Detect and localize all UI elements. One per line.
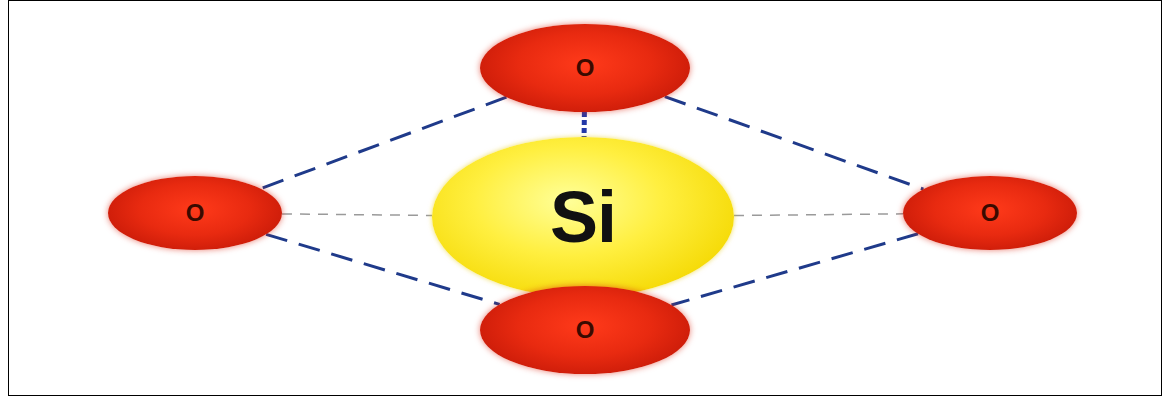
atom-symbol: Si xyxy=(550,176,616,258)
atom-symbol: O xyxy=(981,199,1000,227)
atom-symbol: O xyxy=(576,54,595,82)
atom-symbol: O xyxy=(186,199,205,227)
oxygen-atom: O xyxy=(108,176,282,250)
bond-line xyxy=(734,214,903,216)
atom-symbol: O xyxy=(576,316,595,344)
oxygen-atom: O xyxy=(480,286,690,374)
silicon-atom: Si xyxy=(432,137,734,297)
bond-line xyxy=(282,214,432,216)
oxygen-atom: O xyxy=(903,176,1077,250)
oxygen-atom: O xyxy=(480,24,690,112)
bond-line xyxy=(582,112,587,137)
